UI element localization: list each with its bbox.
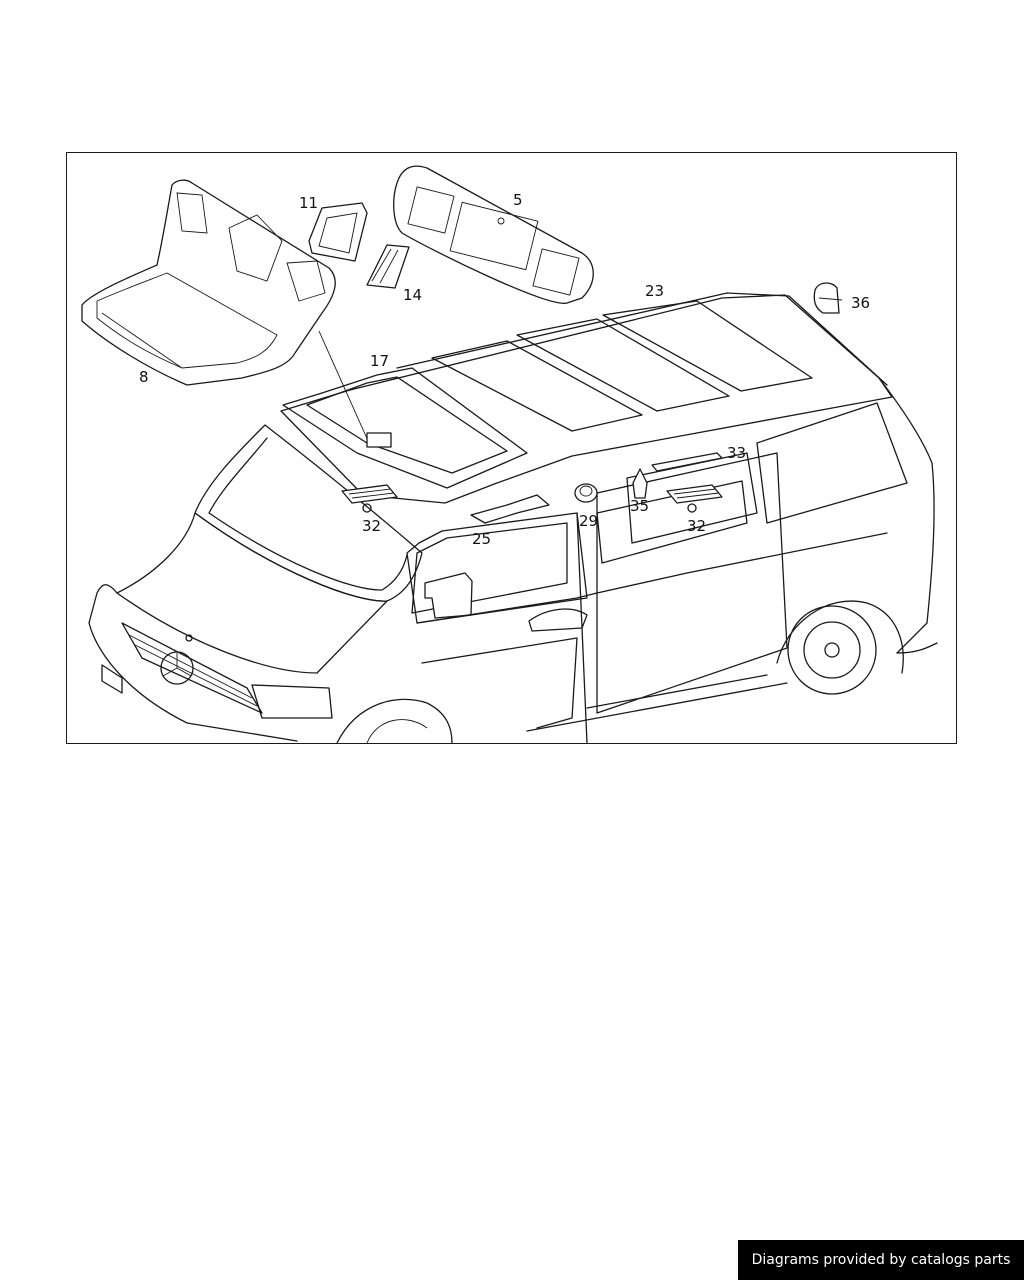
sunroof-glass xyxy=(306,376,508,474)
rear-rim xyxy=(803,621,861,679)
leader-line-console xyxy=(318,330,370,444)
callout-25: 25 xyxy=(472,530,491,548)
callout-14: 14 xyxy=(403,286,422,304)
van-roof xyxy=(280,294,893,504)
callout-36: 36 xyxy=(851,294,870,312)
sunroof-frame xyxy=(282,367,528,489)
callout-8: 8 xyxy=(139,368,149,386)
part-33-grab-handle xyxy=(651,452,723,472)
callout-17: 17 xyxy=(370,352,389,370)
grille xyxy=(121,622,263,714)
van-illustration xyxy=(88,292,938,743)
part-25-strip xyxy=(470,494,550,524)
callout-5: 5 xyxy=(513,191,523,209)
part-32-vent-left xyxy=(341,484,398,513)
front-door-handle xyxy=(528,608,588,632)
part-36-clip xyxy=(813,282,840,314)
rear-tire xyxy=(787,605,877,695)
b-pillar xyxy=(576,512,588,743)
roof-module xyxy=(366,432,392,448)
hood xyxy=(116,512,388,674)
side-mirror xyxy=(424,572,473,619)
rear-body xyxy=(878,377,935,654)
part-11-lamp-housing xyxy=(308,202,368,262)
part-5-roof-console xyxy=(393,165,594,304)
callout-32-left: 32 xyxy=(362,517,381,535)
callout-23: 23 xyxy=(645,282,664,300)
rear-hub-star-icon xyxy=(824,642,840,658)
callout-32-right: 32 xyxy=(687,517,706,535)
part-32-vent-right xyxy=(666,484,723,513)
rear-bumper xyxy=(896,642,938,654)
windshield-inner xyxy=(208,437,408,591)
part-8-overhead-console xyxy=(81,179,336,386)
parts-diagram: 5 8 11 14 17 23 25 29 32 32 33 35 36 xyxy=(81,165,938,743)
callout-35: 35 xyxy=(630,497,649,515)
headlight xyxy=(251,684,333,719)
windshield xyxy=(194,424,423,602)
hood-emblem-dot xyxy=(185,634,193,642)
front-door-window xyxy=(411,522,568,614)
credit-banner: Diagrams provided by catalogs parts xyxy=(738,1240,1024,1280)
mercedes-star-icon xyxy=(160,651,194,685)
callout-11: 11 xyxy=(299,194,318,212)
front-door-lower xyxy=(421,637,578,729)
part-29-grommet xyxy=(574,483,598,503)
rear-wheel-arch xyxy=(776,600,904,674)
part-35-clip xyxy=(632,468,648,499)
part-14-bracket xyxy=(366,244,410,289)
front-bumper xyxy=(88,584,298,742)
parts-diagram-frame: 5 8 11 14 17 23 25 29 32 32 33 35 36 xyxy=(66,152,957,744)
callout-33: 33 xyxy=(727,444,746,462)
rocker-panel xyxy=(526,674,788,732)
callout-29: 29 xyxy=(579,512,598,530)
sliding-door xyxy=(596,452,788,714)
roof-panel-mid2 xyxy=(516,318,730,412)
rear-quarter-window xyxy=(756,402,908,524)
roof-rail xyxy=(396,292,888,386)
credit-text: Diagrams provided by catalogs parts xyxy=(751,1252,1011,1268)
roof-panel-mid1 xyxy=(431,340,643,432)
front-wheel-arch xyxy=(336,698,453,743)
roof-panel-rear xyxy=(602,300,813,392)
license-recess xyxy=(101,664,123,694)
